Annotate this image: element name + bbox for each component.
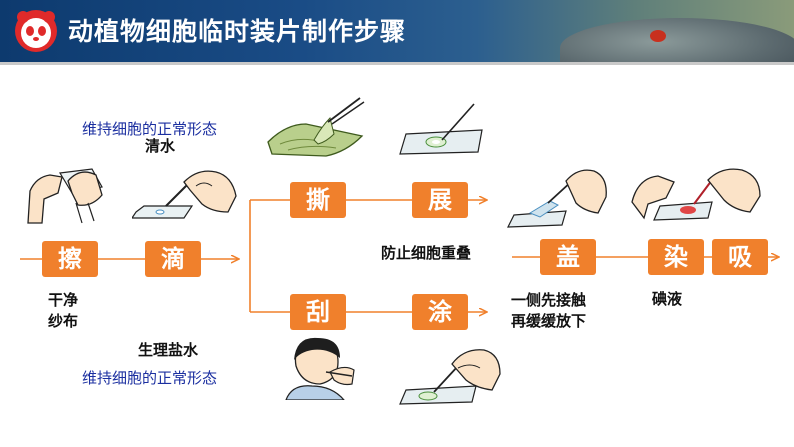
ca-label-line2: 纱布 [48, 312, 79, 330]
zhan-note: 防止细胞重叠 [381, 244, 472, 262]
ladybug-icon [650, 30, 666, 42]
plant-liquid-label: 清水 [145, 137, 176, 155]
gai-label-line2: 再缓缓放下 [511, 312, 587, 330]
step-ran: 染 [648, 239, 704, 275]
covering-coverslip-illustration [507, 169, 607, 228]
step-tu: 涂 [412, 294, 468, 330]
ca-label-line1: 干净 [48, 291, 79, 309]
scraping-cheek-illustration [285, 337, 355, 400]
step-xi: 吸 [712, 239, 768, 275]
spreading-with-needle-illustration [399, 103, 483, 155]
ran-note: 碘液 [652, 290, 683, 308]
header-rock-image [560, 18, 794, 62]
page-title: 动植物细胞临时装片制作步骤 [68, 17, 407, 46]
plant-note: 维持细胞的正常形态 [82, 120, 218, 138]
gai-label-line1: 一侧先接触 [511, 291, 587, 309]
header-divider [0, 62, 794, 65]
header-bar [0, 0, 794, 62]
step-ca: 擦 [42, 241, 98, 277]
animal-liquid-label: 生理盐水 [138, 341, 199, 359]
panda-logo-icon [15, 10, 57, 52]
step-si: 撕 [290, 182, 346, 218]
step-gua: 刮 [290, 294, 346, 330]
staining-iodine-illustration [631, 168, 761, 221]
smearing-cells-illustration [399, 349, 501, 405]
step-zhan: 展 [412, 182, 468, 218]
peeling-epidermis-illustration [267, 97, 365, 157]
animal-note: 维持细胞的正常形态 [82, 369, 218, 387]
step-di: 滴 [145, 241, 201, 277]
step-gai: 盖 [540, 239, 596, 275]
dropping-water-illustration [132, 170, 237, 219]
wiping-slide-illustration [27, 168, 103, 224]
